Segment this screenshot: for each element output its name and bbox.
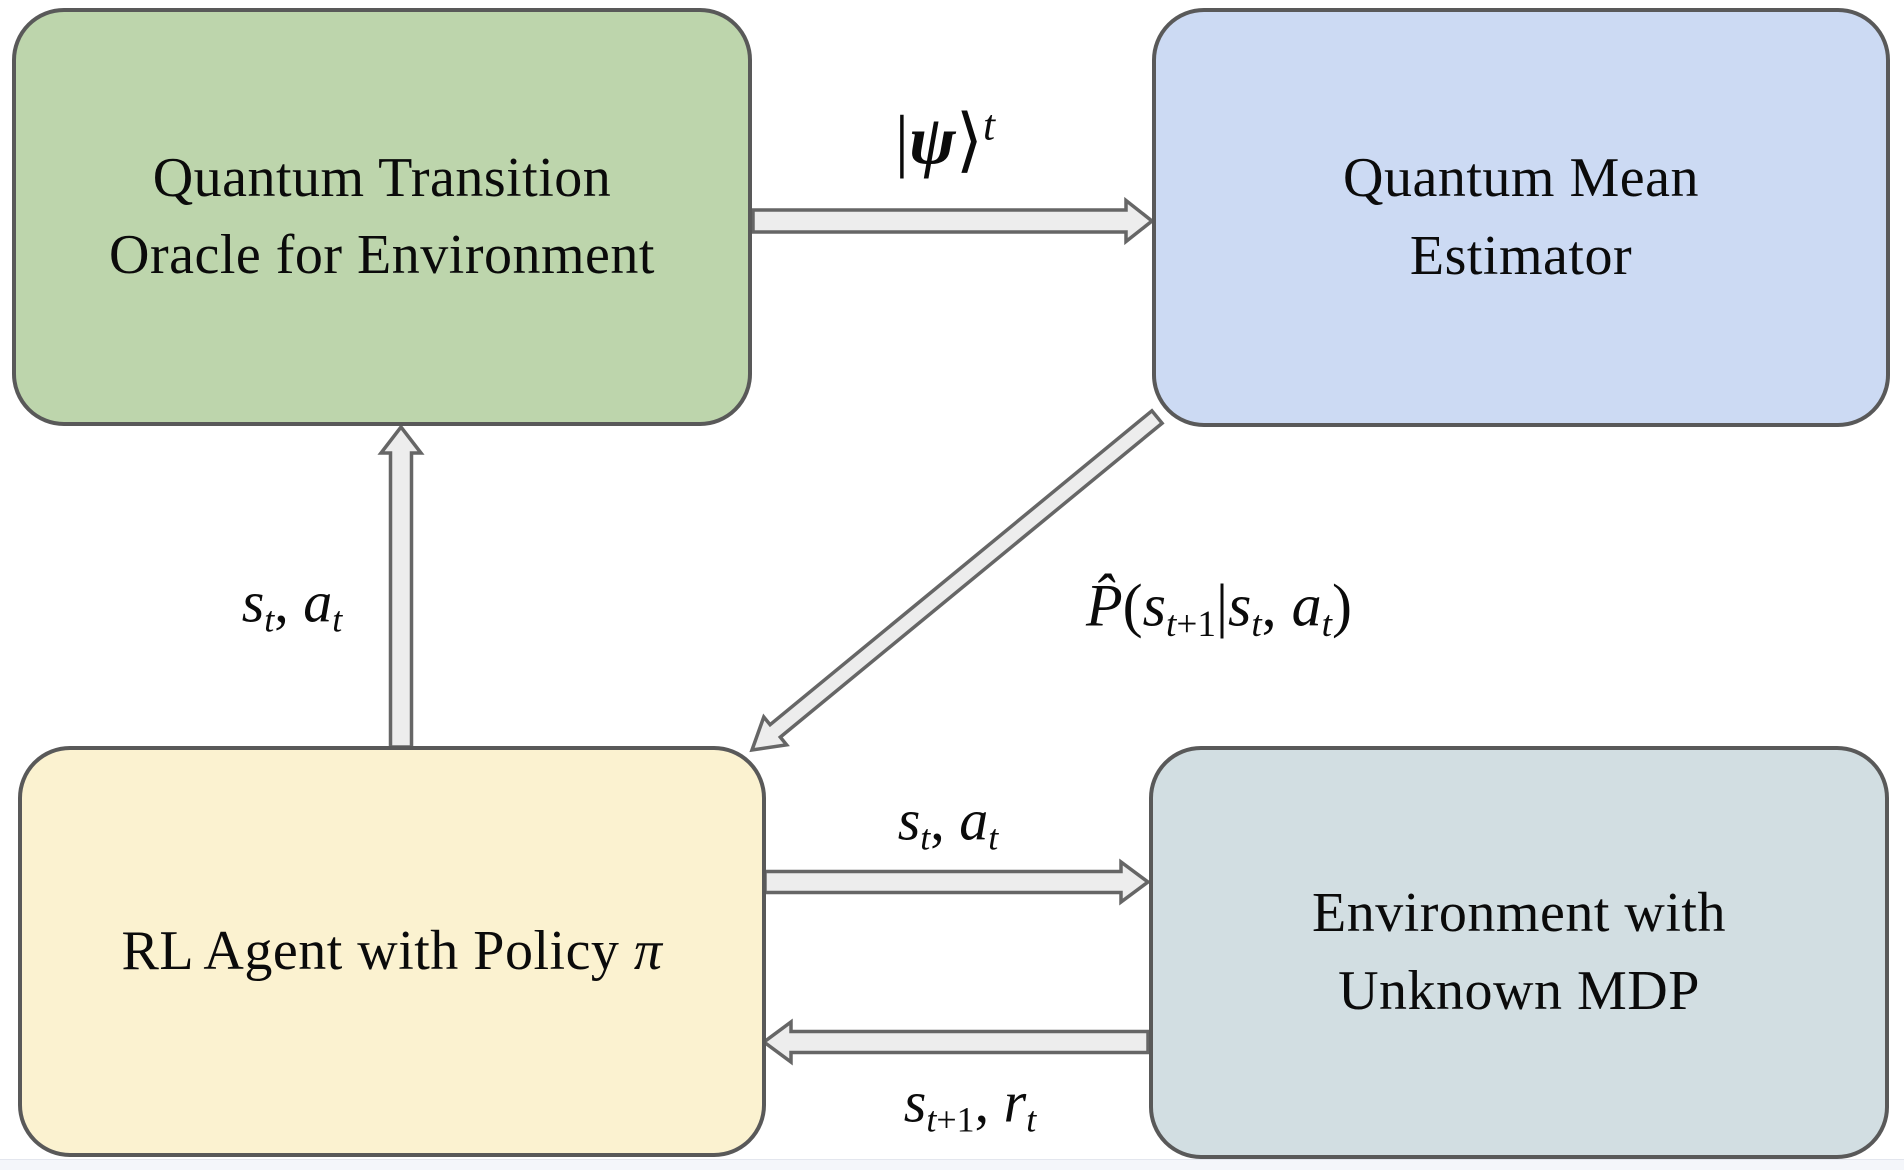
arrow-agent-to-environment [763, 858, 1151, 906]
arrow-agent-to-oracle [377, 424, 425, 749]
page-bottom-strip [0, 1159, 1904, 1170]
edge-label-st1-rt-return: st+1, rt [903, 1069, 1037, 1140]
edge-label-st-at-to-oracle: st, at [241, 569, 343, 640]
arrow-environment-to-agent [761, 1018, 1150, 1066]
box-rl-agent-label: RL Agent with Policy π [121, 919, 663, 982]
edge-label-st-at-to-environment: st, at [897, 787, 999, 858]
edge-label-phat-estimate: P̂(st+1|st, at) [1086, 572, 1352, 645]
arrow-estimator-to-agent [749, 408, 1165, 753]
edge-label-psi-state: |ψ⟩t [894, 101, 996, 180]
arrow-oracle-to-estimator [751, 196, 1155, 246]
box-rl-agent: RL Agent with Policy π [18, 746, 766, 1157]
